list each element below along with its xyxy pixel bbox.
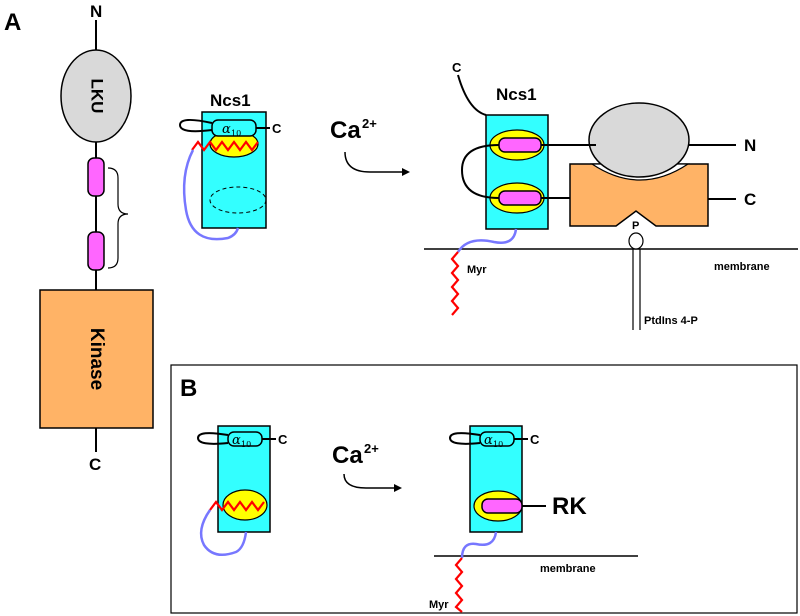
panel-b-frame [170, 364, 798, 614]
myr-label: Myr [429, 599, 449, 611]
kinase-domain [39, 289, 154, 429]
rk-label: RK [552, 493, 587, 520]
phosphate-label: P [632, 220, 639, 232]
myristoyl-chain [450, 251, 460, 316]
helix-lower [498, 190, 542, 206]
ca-label: Ca [330, 117, 361, 144]
kinase-label: Kinase [86, 328, 107, 390]
linker-loop [460, 144, 500, 199]
ncs1-complex: C Ncs1 membrane P PtdIns 4-P N C [424, 60, 798, 330]
arrow-line [344, 151, 404, 173]
bracket [107, 167, 129, 269]
arrow-head [402, 168, 410, 176]
hydrophobic-pocket [222, 489, 268, 521]
lipid-label: PtdIns 4-P [644, 315, 698, 327]
empty-pocket [209, 186, 267, 214]
myristoyl-chain [209, 500, 265, 512]
lku-lobe [588, 102, 690, 178]
myristoyl-chain [191, 140, 259, 152]
n-terminal-linker [456, 228, 518, 253]
helix-segment [87, 231, 105, 271]
c-label: C [272, 121, 282, 136]
alpha10-subscript: 10 [241, 440, 251, 449]
n-loop [178, 119, 213, 133]
rk-helix [481, 498, 523, 514]
membrane-label: membrane [540, 563, 596, 575]
membrane-label: membrane [714, 261, 770, 273]
ncs1-title-left: Ncs1 [210, 91, 251, 110]
ncs1-apo: Ncs1 α 10 C [178, 91, 282, 241]
domain-diagram: N LKU Kinase C [39, 2, 154, 474]
c-tail-top [457, 74, 487, 116]
c-terminal-top-label: C [452, 60, 462, 75]
complex-n-label: N [744, 136, 756, 155]
n-terminal-linker [199, 509, 248, 557]
myristoyl-chain [454, 557, 464, 613]
n-loop [196, 432, 229, 445]
lku-label: LKU [88, 79, 107, 114]
arrow-line [343, 473, 396, 489]
ca-superscript: 2+ [364, 441, 379, 456]
n-terminus-label: N [90, 2, 102, 21]
helix-segment [87, 157, 105, 197]
c-terminus-label: C [89, 455, 101, 474]
alpha10-label: α [222, 122, 231, 137]
n-terminal-linker [182, 149, 240, 241]
panel-a-label: A [4, 9, 21, 36]
alpha10-label: α [232, 433, 241, 448]
ncs1-title-right: Ncs1 [496, 85, 537, 104]
myr-label: Myr [467, 264, 487, 276]
panel-b: B α 10 C Ca 2+ α 10 C RK membrane Myr [170, 364, 798, 614]
ca-arrow-a: Ca 2+ [330, 116, 410, 176]
alpha10-subscript: 10 [231, 129, 241, 138]
helix-upper [498, 137, 542, 153]
c-label: C [278, 432, 288, 447]
kinase-c-lobe [569, 163, 709, 227]
ca-label: Ca [332, 442, 363, 469]
alpha10-label: α [484, 433, 493, 448]
ca-superscript: 2+ [362, 116, 377, 131]
arrow-head [394, 484, 402, 492]
n-terminal-linker [460, 531, 498, 559]
panel-b-label: B [180, 375, 197, 402]
phosphate-head [628, 232, 644, 250]
n-loop [448, 432, 481, 445]
c-label: C [530, 432, 540, 447]
alpha10-subscript: 10 [493, 440, 503, 449]
complex-c-label: C [744, 190, 756, 209]
